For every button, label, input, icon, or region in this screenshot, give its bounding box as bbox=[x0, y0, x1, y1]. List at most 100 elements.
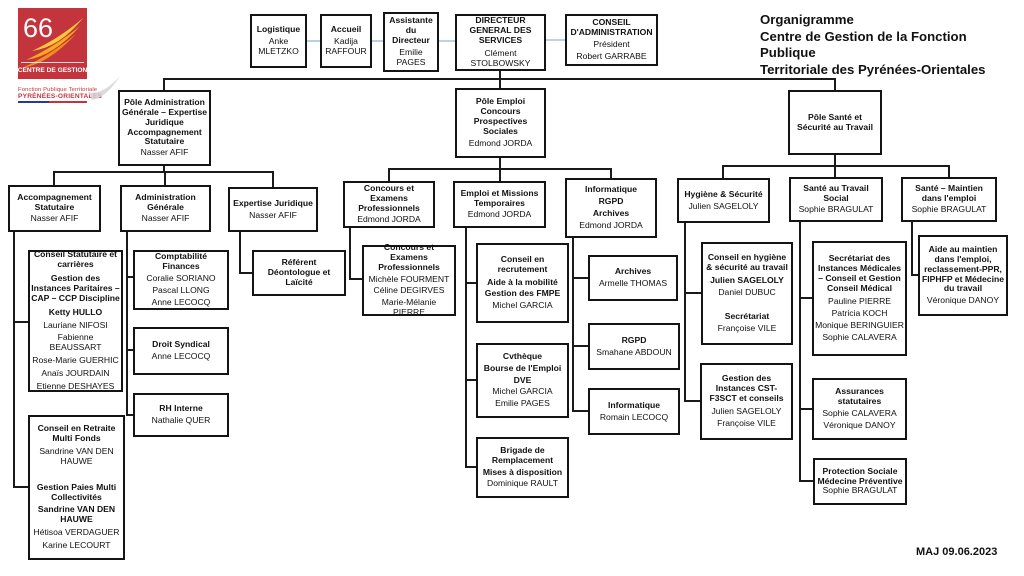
orgbox-line: Sandrine VAN DEN HAUWE bbox=[37, 504, 116, 525]
orgbox-line: Gestion Paies Multi Collectivités bbox=[36, 481, 117, 502]
orgbox-line: Daniel DUBUC bbox=[718, 287, 776, 297]
orgbox-line: Accueil bbox=[330, 24, 362, 35]
orgbox-line: Droit Syndical bbox=[152, 339, 210, 350]
orgbox-line: Anaïs JOURDAIN bbox=[41, 368, 110, 379]
orgbox-line: Julien SAGELOLY bbox=[711, 405, 782, 416]
orgbox-line: Pôle Santé et Sécurité au Travail bbox=[797, 111, 873, 132]
orgbox-line: Coralie SORIANO bbox=[146, 273, 216, 284]
orgbox-line: Nasser AFIF bbox=[141, 213, 190, 224]
orgbox-line: Mises à disposition bbox=[482, 466, 563, 477]
orgbox-line: Assurances statutaires bbox=[835, 386, 884, 407]
orgbox-line: Pascal LLONG bbox=[152, 284, 210, 295]
orgbox-line: Sandrine VAN DEN HAUWE bbox=[39, 445, 114, 466]
orgbox-line: Conseil en Retraite Multi Fonds bbox=[37, 422, 116, 443]
orgbox-line: Accompagnement Statutaire bbox=[17, 191, 92, 212]
orgbox-line: Véronique DANOY bbox=[926, 295, 1000, 306]
orgbox-line: Expertise Juridique bbox=[233, 197, 313, 208]
orgbox-line: Cvthèque bbox=[502, 350, 543, 361]
orgbox-line: Emilie PAGES bbox=[396, 47, 426, 68]
orgbox-secinst: Secrétariat des Instances Médicales – Co… bbox=[812, 241, 907, 356]
orgbox-line: Conseil Statutaire et carrières bbox=[33, 248, 118, 269]
orgbox-line: Gestion des Instances CST- F3SCT et cons… bbox=[709, 373, 784, 404]
orgbox-line: Santé au Travail bbox=[803, 182, 869, 193]
orgbox-cst: Gestion des Instances CST- F3SCT et cons… bbox=[700, 363, 793, 440]
orgbox-line: Nasser AFIF bbox=[140, 147, 189, 158]
orgbox-line: Gestion des Instances Paritaires – CAP –… bbox=[31, 272, 120, 303]
orgbox-line: Sophie BRAGULAT bbox=[798, 204, 874, 215]
orgbox-line: Bourse de l'Emploi bbox=[483, 362, 562, 373]
orgbox-line: Comptabilité Finances bbox=[154, 251, 208, 272]
orgbox-line: Secrétariat des Instances Médicales – Co… bbox=[817, 253, 902, 294]
orgbox-line: Archives bbox=[592, 208, 630, 218]
orgbox-line: Patricia KOCH bbox=[831, 307, 888, 318]
orgbox-line: Conseil en recrutement bbox=[497, 253, 548, 274]
orgbox-line: Véronique DANOY bbox=[823, 419, 896, 430]
orgbox-line: Sophie BRAGULAT bbox=[822, 485, 898, 496]
maj-date: MAJ 09.06.2023 bbox=[916, 546, 998, 558]
orgbox-line: Edmond JORDA bbox=[467, 209, 532, 220]
orgbox-line: Concours et Examens Professionnels bbox=[378, 241, 440, 272]
orgbox-line: Informatique bbox=[607, 399, 661, 410]
orgbox-line: Lauriane NIFOSI bbox=[43, 319, 108, 330]
orgbox-line: Etienne DESHAYES bbox=[36, 381, 115, 392]
orgbox-line: Monique BERINGUIER bbox=[815, 319, 904, 330]
page-title-line2: Centre de Gestion de la Fonction Publiqu… bbox=[760, 28, 967, 61]
orgbox-line: Secrétariat bbox=[724, 310, 770, 321]
orgbox-line: Référent Déontologue et Laïcité bbox=[267, 257, 331, 287]
orgbox-line: Médecine Préventive bbox=[817, 475, 903, 486]
orgbox-line: Hygiène & Sécurité bbox=[684, 188, 763, 199]
orgbox-line: Concours et Examens Professionnels bbox=[358, 182, 420, 213]
orgbox-line: Pôle Emploi bbox=[475, 96, 526, 107]
orgbox-line: Michèle FOURMENT bbox=[368, 273, 450, 284]
orgbox-line: Nasser AFIF bbox=[30, 213, 79, 224]
orgbox-line: CONSEIL D'ADMINISTRATION bbox=[570, 17, 653, 38]
orgbox-line: Fabienne BEAUSSART bbox=[49, 332, 102, 353]
orgbox-line: Aide à la mobilité bbox=[487, 276, 558, 287]
orgbox-line: Karine LECOURT bbox=[42, 540, 111, 551]
logo-number: 66 bbox=[23, 13, 53, 43]
orgbox-line: Hétisoa VERDAGUER bbox=[33, 527, 120, 538]
orgbox-line: RGPD bbox=[621, 334, 647, 345]
orgbox-line: Logistique bbox=[256, 24, 301, 35]
orgbox-line: Clément STOLBOWSKY bbox=[470, 47, 531, 68]
orgbox-line: Edmond JORDA bbox=[357, 214, 421, 225]
orgbox-line: Santé – Maintien dans l'emploi bbox=[915, 182, 983, 203]
orgbox-line: RH Interne bbox=[159, 403, 203, 414]
orgbox-line: DIRECTEUR GENERAL DES SERVICES bbox=[469, 15, 532, 46]
orgbox-line: Social bbox=[823, 192, 849, 203]
page-title-line3: Territoriale des Pyrénées-Orientales bbox=[760, 61, 986, 77]
logo-subtitle-1: Fonction Publique Territoriale bbox=[18, 87, 98, 93]
orgbox-line: Michel GARCIA bbox=[492, 300, 553, 311]
orgbox-line: Pauline PIERRE bbox=[827, 296, 892, 306]
orgbox-line: Françoise VILE bbox=[717, 417, 776, 428]
orgbox-line: Gestion des FMPE bbox=[484, 288, 561, 299]
orgbox-line: Anke MLETZKO bbox=[258, 36, 299, 56]
page-title-line1: Organigramme bbox=[760, 12, 854, 27]
orgbox-line: Romain LECOCQ bbox=[599, 411, 669, 422]
orgbox-line: Président bbox=[593, 39, 630, 49]
orgbox-line: Marie-Mélanie PIERRE bbox=[381, 297, 437, 318]
orgbox-line: Julien SAGELOLY bbox=[710, 275, 784, 286]
orgbox-line: Sophie CALAVERA bbox=[822, 331, 897, 342]
orgbox-line: Emilie PAGES bbox=[495, 398, 550, 409]
orgbox-pole_sante: Pôle Santé et Sécurité au Travail bbox=[788, 90, 882, 155]
orgbox-hygiene4: Conseil en hygiène & sécurité au travail… bbox=[701, 242, 793, 345]
orgbox-line: Brigade de Remplacement bbox=[491, 444, 554, 465]
orgbox-line: Conseil en hygiène & sécurité au travail bbox=[706, 252, 788, 273]
